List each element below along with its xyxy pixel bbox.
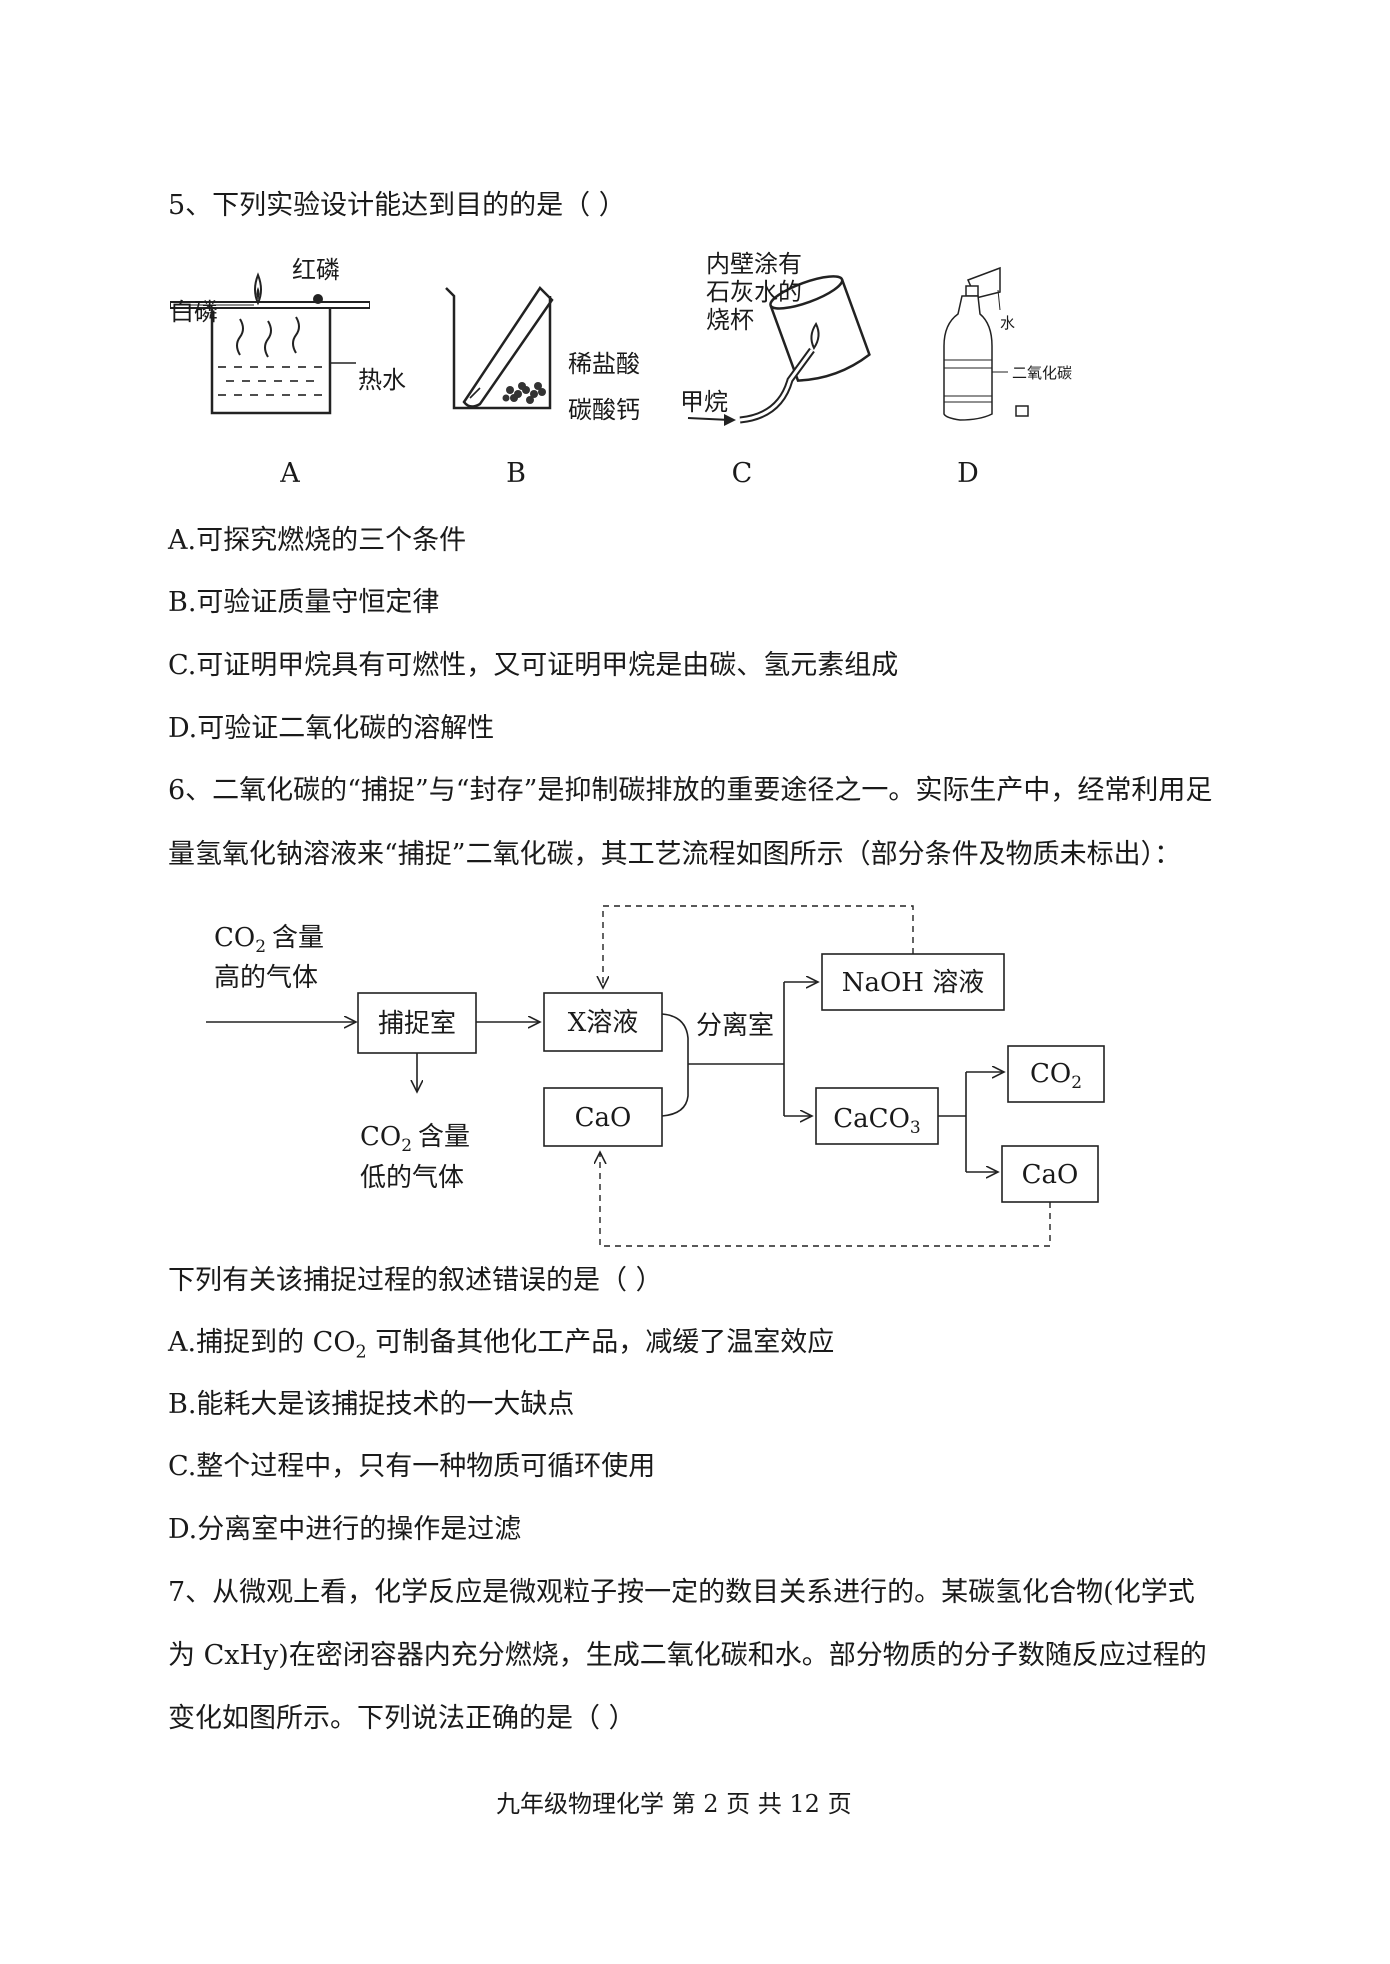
flow-recycle-cao	[600, 1152, 1051, 1247]
label-calcium-carbonate: 碳酸钙	[568, 396, 640, 424]
q6-stem-line2: 量氢氧化钠溶液来“捕捉”二氧化碳，其工艺流程如图所示（部分条件及物质未标出）：	[168, 839, 1182, 870]
box-cao-left	[543, 1087, 663, 1147]
label-water: 水	[1000, 314, 1016, 332]
label-co2-bottle: 二氧化碳	[1012, 364, 1073, 382]
q7-line3: 变化如图所示。下列说法正确的是（ ）	[168, 1703, 636, 1734]
figure-label-c: C	[731, 458, 753, 489]
figure-a-combustion-apparatus	[170, 272, 370, 415]
box-co2-label: CO2	[1030, 1059, 1082, 1093]
box-caco3-label: CaCO3	[833, 1104, 920, 1138]
label-hot-water: 热水	[358, 366, 406, 394]
box-capture-room-label: 捕捉室	[378, 1009, 456, 1039]
flow-input-label-line2: 高的气体	[214, 963, 318, 993]
figure-label-d: D	[957, 458, 979, 489]
bottle-cap-icon	[1015, 405, 1029, 417]
label-dilute-hcl: 稀盐酸	[568, 350, 640, 378]
label-coated-beaker: 内壁涂有 石灰水的 烧杯	[706, 250, 802, 334]
separation-room-label: 分离室	[696, 1011, 774, 1041]
box-cao-right	[1001, 1145, 1099, 1203]
q5-option-b: B.可验证质量守恒定律	[168, 587, 440, 618]
flame-icon	[810, 322, 820, 350]
q7-line2: 为 CxHy)在密闭容器内充分燃烧，生成二氧化碳和水。部分物质的分子数随反应过程…	[168, 1640, 1207, 1671]
box-co2	[1007, 1045, 1105, 1103]
figure-label-b: B	[506, 458, 526, 489]
q6-question: 下列有关该捕捉过程的叙述错误的是（ ）	[168, 1265, 663, 1296]
box-naoh-solution-label: NaOH 溶液	[842, 968, 985, 998]
flow-output-label-line2: 低的气体	[360, 1163, 464, 1193]
flow-recycle-naoh	[603, 905, 914, 988]
q5-option-a: A.可探究燃烧的三个条件	[168, 525, 467, 556]
box-caco3	[815, 1087, 939, 1145]
q6-option-c: C.整个过程中，只有一种物质可循环使用	[168, 1451, 656, 1482]
box-x-solution	[543, 992, 663, 1052]
q5-stem: 5、下列实验设计能达到目的的是（ ）	[168, 190, 626, 221]
page-footer: 九年级物理化学 第 2 页 共 12 页	[496, 1790, 852, 1818]
figure-label-a: A	[280, 458, 300, 489]
figure-b-beaker-apparatus	[445, 286, 554, 410]
q6-option-b: B.能耗大是该捕捉技术的一大缺点	[168, 1389, 575, 1420]
label-white-phosphorus: 白磷	[170, 298, 218, 326]
box-naoh-solution	[821, 953, 1005, 1011]
q7-line1: 7、从微观上看，化学反应是微观粒子按一定的数目关系进行的。某碳氢化合物(化学式	[168, 1577, 1195, 1608]
q6-stem-line1: 6、二氧化碳的“捕捉”与“封存”是抑制碳排放的重要途径之一。实际生产中，经常利用…	[168, 775, 1213, 806]
figure-c-methane-combustion	[687, 275, 871, 426]
q5-option-d: D.可验证二氧化碳的溶解性	[168, 713, 495, 744]
figure-d-co2-bottle	[943, 266, 1029, 421]
q6-option-d: D.分离室中进行的操作是过滤	[168, 1514, 522, 1545]
box-cao-right-label: CaO	[1022, 1160, 1079, 1190]
q5-option-c: C.可证明甲烷具有可燃性，又可证明甲烷是由碳、氢元素组成	[168, 650, 899, 681]
label-methane: 甲烷	[680, 388, 728, 416]
label-red-phosphorus: 红磷	[292, 256, 340, 284]
q6-option-a: A.捕捉到的 CO2 可制备其他化工产品，减缓了温室效应	[168, 1327, 835, 1363]
box-x-solution-label: X溶液	[568, 1008, 639, 1038]
box-cao-left-label: CaO	[575, 1103, 632, 1133]
flow-merge-bracket	[661, 1013, 689, 1117]
